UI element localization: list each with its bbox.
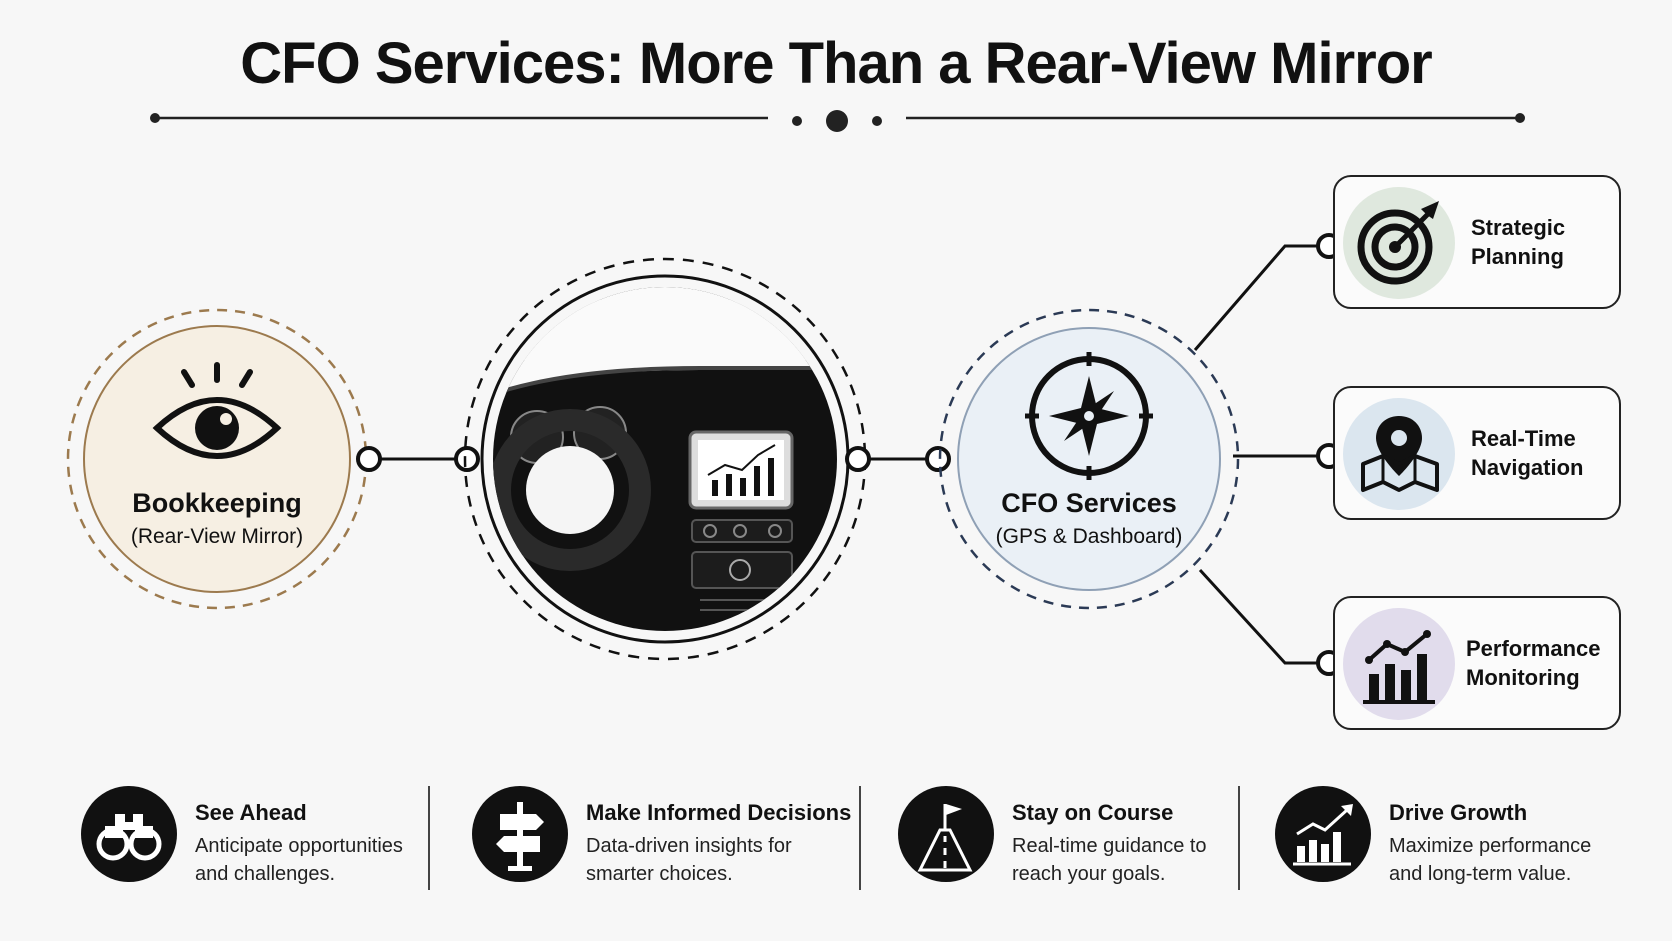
benefit-description: Anticipate opportunities and challenges. — [195, 835, 403, 885]
branch-strategic-planning: Strategic Planning — [1333, 175, 1621, 309]
cfo-node — [938, 308, 1240, 610]
bar-chart-icon — [1363, 630, 1435, 704]
branch-icon-background — [1343, 398, 1455, 510]
target-icon — [1357, 201, 1439, 285]
benefit-icon-circle — [472, 786, 568, 882]
benefit-icon-circle — [81, 786, 177, 882]
benefit-divider — [1238, 786, 1240, 890]
connector-middle — [845, 446, 951, 472]
eye-icon — [152, 362, 282, 459]
benefit-description: Data-driven insights for smarter choices… — [586, 835, 792, 885]
benefit-make-informed-decisions: Make Informed Decisions Data-driven insi… — [472, 784, 852, 894]
connector-left — [356, 446, 480, 472]
benefit-title: Stay on Course — [1012, 800, 1174, 825]
cfo-services-label: CFO Services — [1001, 488, 1177, 518]
branch-real-time-navigation: Real-Time Navigation — [1333, 386, 1621, 520]
binoculars-icon — [96, 814, 162, 861]
benefit-title: See Ahead — [195, 800, 307, 825]
branch-icon-background — [1343, 187, 1455, 299]
growth-chart-icon — [1293, 804, 1353, 866]
benefit-description: Real-time guidance to reach your goals. — [1012, 835, 1207, 885]
benefit-title: Make Informed Decisions — [586, 800, 852, 825]
signpost-icon — [496, 802, 544, 871]
bookkeeping-sublabel: (Rear-View Mirror) — [130, 525, 304, 548]
benefit-stay-on-course: Stay on Course Real-time guidance to rea… — [898, 784, 1228, 894]
compass-icon — [1025, 352, 1153, 480]
benefit-drive-growth: Drive Growth Maximize performance and lo… — [1275, 784, 1615, 894]
branch-label: Performance Monitoring — [1466, 636, 1601, 690]
branch-label: Real-Time Navigation — [1471, 426, 1584, 480]
branch-performance-monitoring: Performance Monitoring — [1333, 596, 1621, 730]
benefit-divider — [859, 786, 861, 890]
title-divider — [150, 110, 1525, 132]
benefit-title: Drive Growth — [1389, 800, 1528, 825]
map-pin-icon — [1361, 416, 1439, 492]
page-title: CFO Services: More Than a Rear-View Mirr… — [240, 31, 1432, 96]
benefit-divider — [428, 786, 430, 890]
branch-label: Strategic Planning — [1471, 215, 1566, 269]
branch-icon-background — [1343, 608, 1455, 720]
benefit-icon-circle — [898, 786, 994, 882]
benefit-description: Maximize performance and long-term value… — [1389, 835, 1592, 885]
bookkeeping-label: Bookkeeping — [132, 488, 302, 518]
road-flag-icon — [917, 804, 973, 872]
benefit-icon-circle — [1275, 786, 1371, 882]
cfo-services-sublabel: (GPS & Dashboard) — [995, 525, 1183, 548]
benefit-see-ahead: See Ahead Anticipate opportunities and c… — [81, 784, 411, 894]
car-dashboard-icon — [493, 287, 837, 631]
